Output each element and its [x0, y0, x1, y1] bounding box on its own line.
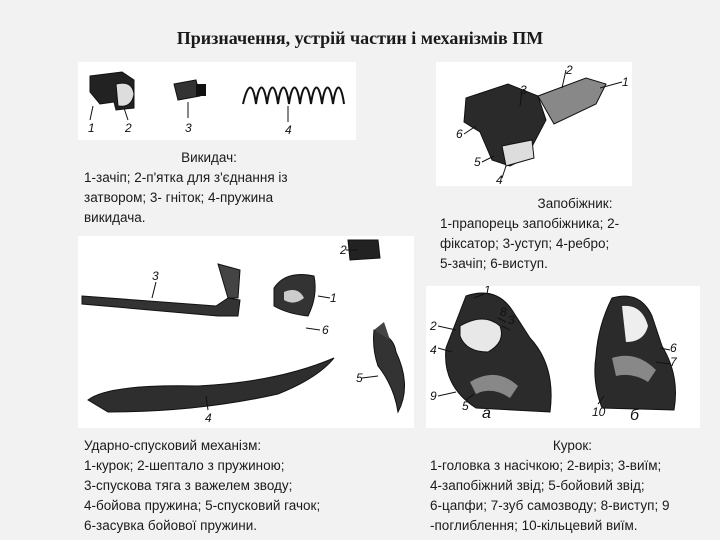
trigger-line-2: 3-спускова тяга з важелем зводу; — [84, 478, 293, 493]
hammer-label-6: 6 — [670, 341, 677, 355]
trigger-label-5: 5 — [356, 371, 363, 385]
hammer-figure: 1 2 3 4 5 6 7 8 9 10 а б — [426, 286, 700, 428]
ejector-heading: Викидач: — [181, 150, 237, 165]
hammer-caption: Курок: 1-головка з насічкою; 2-виріз; 3-… — [430, 436, 715, 536]
trigger-line-1: 1-курок; 2-шептало з пружиною; — [84, 458, 285, 473]
ejector-line-3: викидача. — [84, 210, 146, 225]
safety-label-2: 2 — [565, 63, 573, 77]
safety-label-1: 1 — [622, 75, 629, 89]
trigger-heading: Ударно-спусковий механізм: — [84, 438, 262, 453]
hammer-line-1: 1-головка з насічкою; 2-виріз; 3-виїм; — [430, 458, 662, 473]
safety-line-1: 1-прапорець запобіжника; 2- — [440, 216, 620, 231]
trigger-line-3: 4-бойова пружина; 5-спусковий гачок; — [84, 498, 321, 513]
trigger-label-3: 3 — [152, 269, 159, 283]
safety-figure: 1 2 3 4 5 6 — [436, 62, 632, 186]
hammer-label-2: 2 — [429, 319, 437, 333]
safety-caption: Запобіжник: 1-прапорець запобіжника; 2- … — [440, 194, 710, 274]
hammer-label-4: 4 — [430, 343, 437, 357]
ejector-line-1: 1-зачіп; 2-п'ятка для з'єднання із — [84, 170, 288, 185]
hammer-label-3: 3 — [508, 313, 515, 327]
trigger-caption: Ударно-спусковий механізм: 1-курок; 2-ше… — [84, 436, 384, 536]
hammer-label-7: 7 — [670, 355, 678, 369]
trigger-label-2: 2 — [339, 243, 347, 257]
safety-label-6: 6 — [456, 127, 463, 141]
trigger-label-1: 1 — [330, 291, 337, 305]
ejector-label-3: 3 — [185, 121, 192, 135]
hammer-label-1: 1 — [484, 286, 491, 297]
hammer-label-8: 8 — [500, 305, 507, 319]
trigger-label-4: 4 — [205, 411, 212, 425]
safety-line-2: фіксатор; 3-уступ; 4-ребро; — [440, 236, 610, 251]
hammer-view-a: а — [482, 405, 491, 422]
page-title: Призначення, устрій частин і механізмів … — [176, 28, 544, 48]
ejector-caption: Викидач: 1-зачіп; 2-п'ятка для з'єднання… — [84, 148, 374, 228]
safety-label-3: 3 — [520, 83, 527, 97]
hammer-heading: Курок: — [552, 438, 593, 453]
safety-label-5: 5 — [474, 155, 481, 169]
safety-heading: Запобіжник: — [537, 196, 613, 211]
hammer-line-3: 6-цапфи; 7-зуб самозводу; 8-виступ; 9 — [430, 498, 670, 513]
hammer-label-5: 5 — [462, 399, 469, 413]
hammer-line-4: -поглиблення; 10-кільцевий виїм. — [430, 518, 638, 533]
hammer-label-10: 10 — [592, 405, 606, 419]
ejector-drawing: 1 2 3 4 — [88, 71, 345, 137]
ejector-label-2: 2 — [124, 121, 132, 135]
ejector-line-2: затвором; 3- гніток; 4-пружина — [84, 190, 274, 205]
trigger-label-6: 6 — [322, 323, 329, 337]
trigger-mechanism-figure: 3 2 1 6 5 4 — [78, 236, 414, 428]
safety-line-3: 5-зачіп; 6-виступ. — [440, 256, 548, 271]
trigger-mechanism-drawing: 3 2 1 6 5 4 — [81, 239, 406, 425]
trigger-line-4: 6-засувка бойової пружини. — [84, 518, 258, 533]
ejector-label-4: 4 — [285, 123, 292, 137]
hammer-line-2: 4-запобіжний звід; 5-бойовий звід; — [430, 478, 645, 493]
hammer-view-b: б — [630, 407, 640, 424]
hammer-label-9: 9 — [430, 389, 437, 403]
safety-label-4: 4 — [496, 173, 503, 186]
safety-drawing: 1 2 3 4 5 6 — [456, 63, 629, 186]
hammer-drawing: 1 2 3 4 5 6 7 8 9 10 а б — [429, 286, 678, 424]
ejector-label-1: 1 — [88, 121, 95, 135]
ejector-figure: 1 2 3 4 — [78, 62, 356, 140]
